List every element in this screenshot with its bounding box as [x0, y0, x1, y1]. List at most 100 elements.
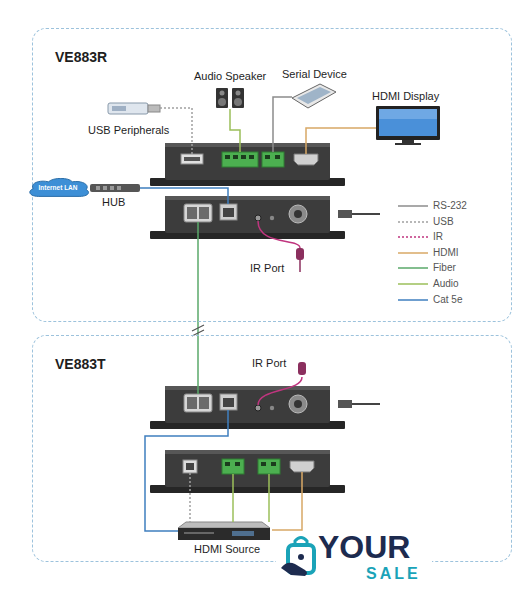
legend-line-sample [398, 280, 428, 288]
legend-line-sample [398, 233, 428, 241]
drawing-part [222, 459, 244, 474]
drawing-part [150, 178, 345, 186]
drawing-part [184, 532, 214, 534]
drawing-part [296, 248, 304, 260]
drawing-part [241, 155, 246, 159]
drawing-part [148, 105, 160, 112]
drawing-part [298, 362, 306, 375]
drawing-part [258, 459, 280, 474]
audio-cable [268, 474, 270, 522]
drawing-part [294, 154, 318, 165]
transmitter-front-panel [150, 450, 345, 493]
legend-line [398, 299, 428, 301]
legend-line-sample [398, 249, 428, 257]
drawing-part [216, 88, 228, 108]
drawing-part [110, 186, 114, 190]
drawing-part [165, 450, 330, 454]
receiver-front-panel [150, 143, 345, 186]
drawing-part [184, 157, 200, 161]
audio-cable [230, 109, 240, 152]
drawing-part [379, 109, 437, 136]
drawing-part [236, 91, 241, 96]
legend-row: Fiber [398, 262, 456, 274]
legend-line-sample [398, 264, 428, 272]
rs232-cable [273, 97, 292, 152]
usb-stick [108, 103, 160, 114]
drawing-part [225, 462, 230, 466]
legend-row: HDMI [398, 247, 459, 259]
drawing-part [261, 462, 266, 466]
drawing-part [295, 538, 307, 546]
legend-line-sample [398, 218, 428, 226]
watermark-icon [281, 538, 314, 577]
legend-text: Cat 5e [433, 294, 462, 306]
drawing-part [265, 155, 270, 159]
drawing-part [90, 184, 140, 192]
unit-region: VE883T [32, 335, 512, 562]
drawing-part [288, 545, 314, 573]
legend-row: Cat 5e [398, 294, 462, 306]
drawing-part [222, 152, 258, 167]
legend-line-sample [398, 296, 428, 304]
drawing-part [117, 186, 121, 190]
device-label: HUB [102, 196, 125, 209]
hdmi-cable [272, 472, 302, 530]
cloud-label: Internet LAN [39, 184, 78, 191]
drawing-part [103, 186, 107, 190]
drawing-part [299, 260, 301, 272]
legend-text: IR [433, 231, 443, 243]
cloud-outline [29, 178, 88, 196]
drawing-part [181, 154, 203, 164]
drawing-part [112, 106, 126, 111]
drawing-part [225, 155, 230, 159]
legend-line [398, 221, 428, 223]
drawing-part [379, 109, 437, 119]
drawing-part [235, 462, 240, 466]
drawing-part [183, 460, 197, 473]
cables [140, 97, 376, 531]
drawing-part [292, 84, 336, 108]
drawing-part [281, 563, 307, 576]
ir-cable [258, 377, 302, 405]
device-label: IR Port [250, 262, 284, 275]
legend-text: USB [433, 216, 454, 228]
device-label: Serial Device [282, 68, 347, 81]
speaker-icon [216, 88, 244, 108]
drawing-part [178, 522, 270, 528]
drawing-part [186, 463, 194, 470]
legend-line [398, 252, 428, 254]
drawing-part [352, 213, 380, 215]
unit-region: VE883RInternet LAN [32, 28, 512, 322]
drawing-part [96, 186, 100, 190]
drawing-part [290, 461, 314, 472]
drawing-part [402, 140, 414, 143]
watermark-text: SALE [366, 566, 421, 582]
drawing-part [352, 403, 380, 405]
audio-cable [232, 474, 234, 522]
power-cable [338, 210, 380, 218]
legend-text: Audio [433, 278, 459, 290]
legend-text: RS-232 [433, 200, 467, 212]
drawing-part [338, 210, 352, 218]
drawing-part [376, 106, 440, 140]
drawing-part [220, 91, 225, 96]
cat5e-cable [145, 410, 228, 531]
drawing-part [165, 450, 330, 487]
ir-cable [258, 221, 300, 248]
legend-line [398, 236, 428, 238]
drawing-part [218, 98, 226, 106]
legend-row: Audio [398, 278, 459, 290]
fiber-cable [197, 222, 199, 394]
hdmi-display-icon [376, 106, 440, 145]
drawing-part [165, 143, 330, 180]
internet-cloud: Internet LAN [27, 178, 90, 197]
legend-line [398, 283, 428, 285]
legend-row: RS-232 [398, 200, 467, 212]
ir-emitter [296, 248, 304, 272]
drawing-part [298, 554, 304, 560]
receiver-back-panel [150, 196, 345, 239]
drawing-part [232, 531, 254, 536]
hdmi-cable [306, 128, 376, 154]
drawing-part [262, 152, 284, 167]
drawing-part [150, 485, 345, 493]
